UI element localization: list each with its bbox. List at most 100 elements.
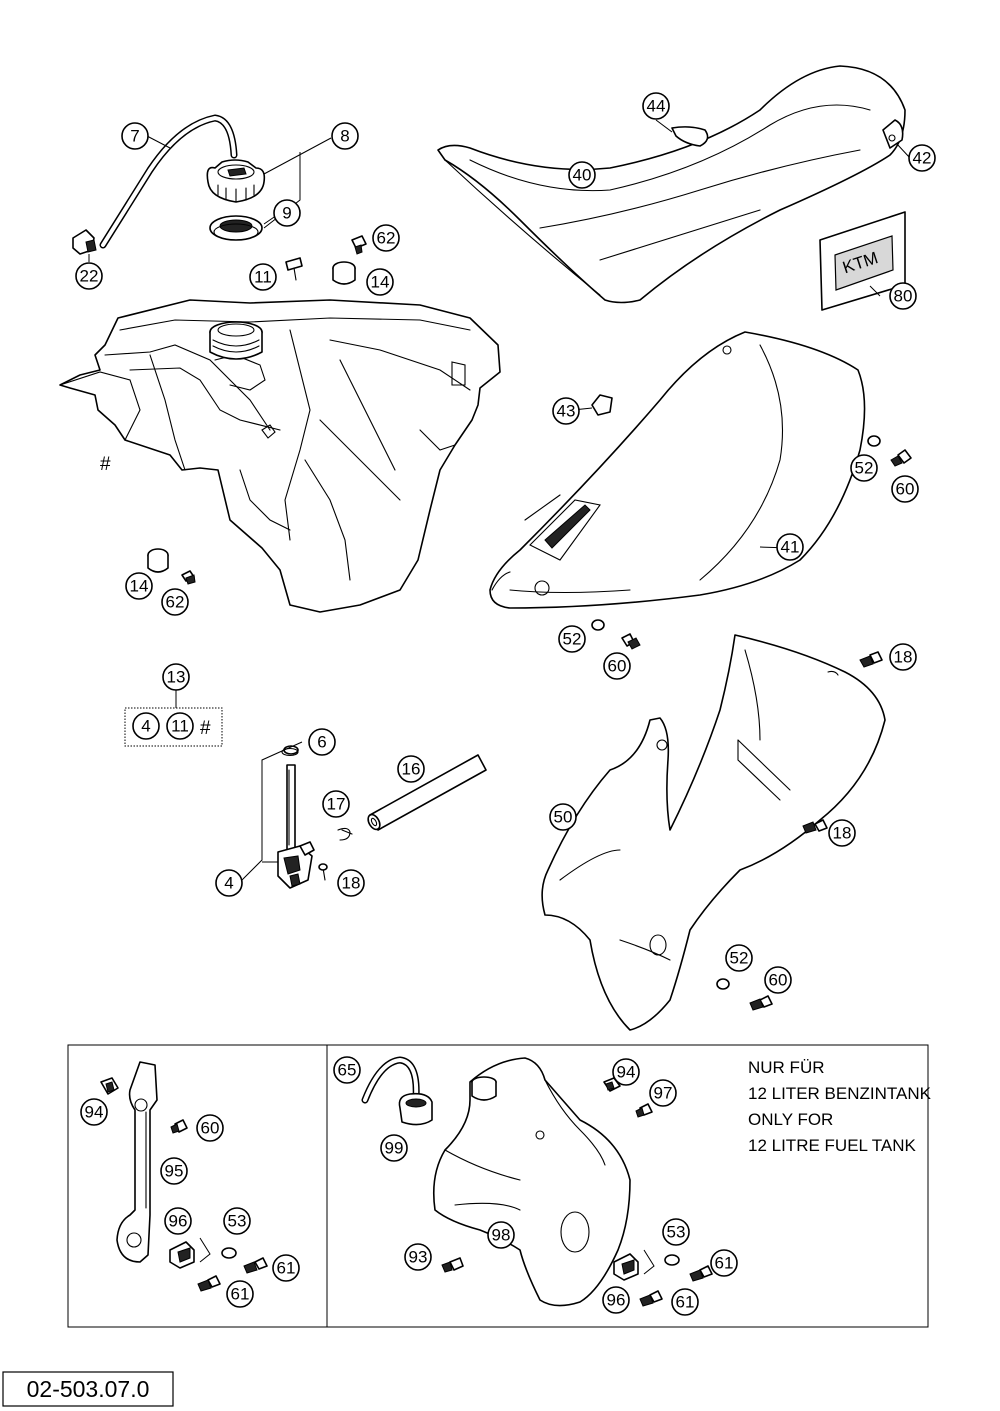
svg-text:6: 6	[317, 733, 326, 752]
svg-text:61: 61	[676, 1293, 695, 1312]
screw	[859, 651, 883, 668]
callout-94-left: 94	[80, 1098, 108, 1126]
svg-text:96: 96	[607, 1291, 626, 1310]
callout-42: 42	[908, 144, 936, 172]
callout-11-top: 11	[249, 263, 277, 291]
washer	[221, 1247, 237, 1259]
washer	[716, 978, 730, 990]
callout-17: 17	[322, 790, 350, 818]
svg-text:60: 60	[608, 657, 627, 676]
svg-text:61: 61	[277, 1259, 296, 1278]
callout-96-left: 96	[164, 1207, 192, 1235]
svg-text:60: 60	[769, 971, 788, 990]
callout-13: 13	[162, 663, 190, 691]
svg-text:53: 53	[228, 1212, 247, 1231]
callout-4: 4	[215, 869, 243, 897]
screw	[635, 1103, 653, 1118]
svg-text:40: 40	[573, 166, 592, 185]
callout-60-c: 60	[764, 966, 792, 994]
callout-61-b: 61	[226, 1280, 254, 1308]
hose-fitting	[72, 229, 97, 255]
note-line-4: 12 LITRE FUEL TANK	[748, 1136, 917, 1155]
svg-text:60: 60	[201, 1119, 220, 1138]
callout-60-a: 60	[891, 475, 919, 503]
svg-text:22: 22	[80, 267, 99, 286]
callout-98: 98	[487, 1221, 515, 1249]
callout-95: 95	[160, 1157, 188, 1185]
screw	[890, 449, 912, 467]
callout-93: 93	[404, 1243, 432, 1271]
svg-text:52: 52	[730, 949, 749, 968]
screw	[285, 257, 303, 281]
svg-text:7: 7	[130, 127, 139, 146]
rubber-bushing	[147, 548, 169, 573]
callout-80: 80	[889, 282, 917, 310]
callout-53-left: 53	[223, 1207, 251, 1235]
callout-62-bottom: 62	[161, 588, 189, 616]
callout-61-d: 61	[671, 1288, 699, 1316]
svg-text:8: 8	[340, 127, 349, 146]
screw	[802, 819, 828, 834]
screw	[689, 1265, 713, 1282]
callout-52-c: 52	[725, 944, 753, 972]
svg-text:96: 96	[169, 1212, 188, 1231]
svg-text:4: 4	[141, 717, 150, 736]
svg-text:60: 60	[896, 480, 915, 499]
callout-61-a: 61	[272, 1254, 300, 1282]
rubber-grommet	[100, 1077, 119, 1095]
svg-text:61: 61	[715, 1254, 734, 1273]
screw	[181, 570, 196, 585]
svg-text:43: 43	[557, 402, 576, 421]
side-cover	[489, 331, 866, 609]
svg-text:93: 93	[409, 1248, 428, 1267]
svg-text:9: 9	[282, 204, 291, 223]
callout-60-b: 60	[603, 652, 631, 680]
screw	[197, 1275, 221, 1292]
svg-text:53: 53	[667, 1223, 686, 1242]
callout-97: 97	[649, 1079, 677, 1107]
note-line-2: 12 LITER BENZINTANK	[748, 1084, 932, 1103]
svg-text:50: 50	[554, 808, 573, 827]
svg-text:14: 14	[130, 577, 149, 596]
screw	[170, 1119, 188, 1134]
vent-hose	[99, 114, 238, 249]
callout-4-kit: 4	[132, 712, 160, 740]
callout-14-top: 14	[366, 268, 394, 296]
svg-text:62: 62	[166, 593, 185, 612]
drawing-number-box	[2, 1371, 174, 1407]
callout-9: 9	[273, 199, 301, 227]
drawing-number: 02-503.07.0	[27, 1376, 150, 1402]
svg-text:16: 16	[402, 760, 421, 779]
hose	[367, 754, 487, 831]
callout-40: 40	[568, 161, 596, 189]
callout-16: 16	[397, 755, 425, 783]
washer	[664, 1254, 680, 1266]
callout-53-right: 53	[662, 1218, 690, 1246]
svg-text:80: 80	[894, 287, 913, 306]
svg-text:18: 18	[894, 648, 913, 667]
svg-text:18: 18	[342, 874, 361, 893]
callout-50: 50	[549, 803, 577, 831]
note-line-3: ONLY FOR	[748, 1110, 833, 1129]
callout-60-d: 60	[196, 1114, 224, 1142]
callout-7: 7	[121, 122, 149, 150]
svg-text:99: 99	[385, 1139, 404, 1158]
svg-text:95: 95	[165, 1162, 184, 1181]
seat-decal: KTM	[819, 211, 906, 311]
svg-text:61: 61	[231, 1285, 250, 1304]
svg-text:4: 4	[224, 874, 233, 893]
svg-text:11: 11	[254, 268, 272, 287]
tank-cap	[206, 159, 266, 203]
rubber-bushing	[332, 261, 356, 285]
svg-text:94: 94	[85, 1103, 104, 1122]
svg-text:18: 18	[833, 824, 852, 843]
cap-gasket	[209, 215, 263, 241]
mounting-bracket	[116, 1061, 158, 1263]
callout-6: 6	[308, 728, 336, 756]
hose-clamp	[337, 827, 353, 841]
callout-41: 41	[776, 533, 804, 561]
spacer	[169, 1241, 195, 1269]
callout-18-c: 18	[828, 819, 856, 847]
bottom-frame	[67, 1044, 929, 1328]
